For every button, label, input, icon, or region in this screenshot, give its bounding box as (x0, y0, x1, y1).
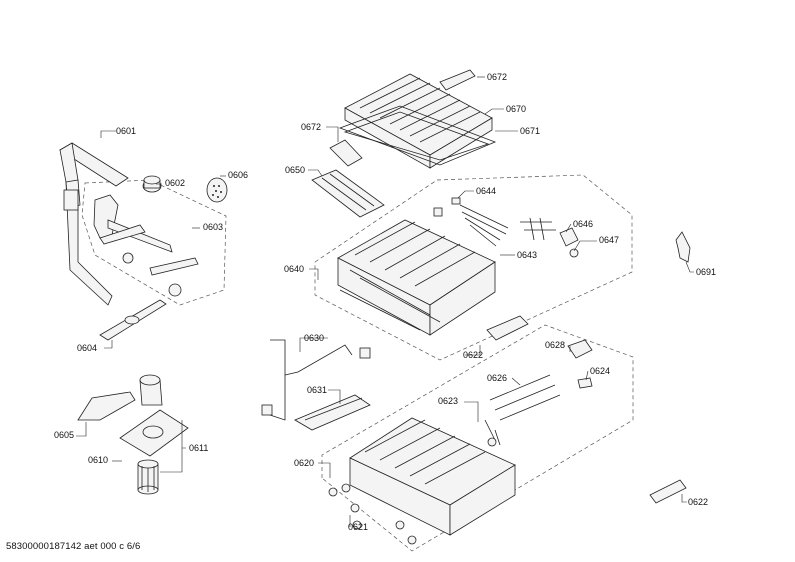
lower-rack-accessory-parts (484, 339, 593, 447)
sump-cover-part (77, 374, 163, 421)
fold-down-rack-part (261, 339, 371, 431)
tray-rail-part (338, 105, 497, 166)
callout-0622-upper: 0622 (463, 350, 483, 360)
callout-0622-lower: 0622 (688, 497, 708, 507)
callout-0626: 0626 (487, 373, 507, 383)
callout-0643: 0643 (517, 250, 537, 260)
spray-arm-group-outline (81, 179, 227, 306)
rack-insert-part (311, 169, 385, 218)
callout-0623: 0623 (438, 396, 458, 406)
callout-0606: 0606 (228, 170, 248, 180)
callout-0603: 0603 (203, 222, 223, 232)
spray-tube-part (59, 142, 129, 306)
callout-0647: 0647 (599, 235, 619, 245)
flat-filter-part (119, 409, 189, 457)
callout-0621: 0621 (348, 522, 368, 532)
callout-0611: 0611 (189, 443, 208, 453)
lower-basket-group-outline (321, 324, 634, 552)
callout-0644: 0644 (476, 186, 496, 196)
callout-0620: 0620 (294, 458, 314, 468)
callout-0670: 0670 (506, 104, 526, 114)
callout-0602: 0602 (165, 178, 185, 188)
callout-0628: 0628 (545, 340, 565, 350)
wheel-parts (328, 483, 417, 545)
bracket-part (675, 231, 691, 263)
rack-accessory-parts (433, 197, 579, 258)
lower-spray-arm-part (99, 299, 167, 341)
callout-0672-top: 0672 (487, 72, 507, 82)
callout-0604: 0604 (77, 343, 97, 353)
rack-stop-part-upper (486, 315, 529, 341)
callout-0630: 0630 (304, 333, 324, 343)
callout-0610: 0610 (88, 455, 108, 465)
spray-arm-assembly-part (93, 194, 199, 297)
callout-0601: 0601 (116, 126, 136, 136)
callout-0640: 0640 (284, 264, 304, 274)
callout-0691: 0691 (696, 267, 716, 277)
coupling-part (142, 175, 162, 193)
callout-0624: 0624 (590, 366, 610, 376)
cylinder-filter-part (137, 459, 159, 495)
filter-disc-part (206, 177, 228, 203)
leader-lines (76, 76, 694, 527)
callout-0646: 0646 (573, 219, 593, 229)
callout-0650: 0650 (285, 165, 305, 175)
callout-0672-left: 0672 (301, 122, 321, 132)
tray-clip-part (329, 69, 476, 167)
document-code: 58300000187142 aet 000 c 6/6 (6, 541, 141, 552)
cutlery-tray-part (344, 73, 493, 169)
callout-0671: 0671 (520, 126, 540, 136)
lower-basket-part (349, 417, 516, 536)
rack-stop-part-lower (649, 479, 687, 504)
callout-0605: 0605 (54, 430, 74, 440)
upper-basket-group-outline (314, 174, 633, 361)
callout-0631: 0631 (307, 385, 327, 395)
upper-basket-part (337, 219, 496, 336)
